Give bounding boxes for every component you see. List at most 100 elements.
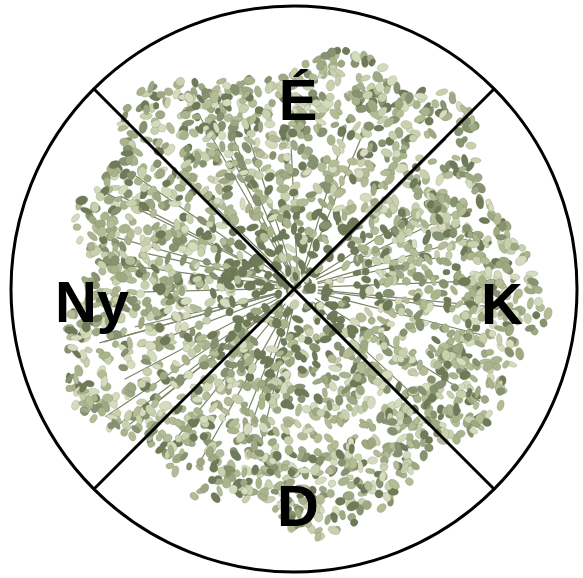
tree-leaf [263, 81, 275, 95]
tree-leaf [253, 158, 263, 168]
tree-leaf [479, 394, 490, 405]
tree-leaf [394, 108, 406, 120]
tree-leaf [311, 210, 320, 221]
tree-branch [182, 175, 283, 274]
tree-leaf [339, 371, 352, 379]
tree-leaf [169, 379, 179, 389]
tree-leaf [405, 228, 413, 237]
tree-leaf [467, 231, 473, 239]
tree-leaf [186, 462, 193, 470]
tree-leaf [402, 450, 412, 460]
tree-leaf [326, 489, 335, 499]
tree-leaf [154, 443, 167, 455]
tree-leaf [193, 406, 205, 417]
tree-leaf [398, 205, 411, 217]
tree-leaf [199, 482, 211, 494]
tree-leaf [397, 307, 405, 317]
tree-leaf [243, 75, 255, 85]
tree-leaf [199, 361, 209, 370]
tree-leaf [375, 352, 384, 361]
tree-leaf [438, 421, 447, 428]
tree-leaf [181, 119, 195, 128]
tree-leaf [533, 296, 543, 307]
tree-leaf [363, 121, 375, 131]
tree-leaf [125, 171, 135, 181]
tree-leaf [364, 285, 375, 297]
tree-leaf [341, 46, 351, 56]
tree-leaf [170, 310, 184, 324]
tree-branch [133, 301, 283, 422]
tree-leaf [361, 327, 374, 341]
tree-leaf [373, 234, 386, 247]
tree-leaf [388, 270, 397, 277]
tree-leaf [439, 163, 449, 174]
tree-leaf [345, 129, 356, 142]
tree-leaf [142, 367, 152, 376]
tree-leaf [156, 91, 165, 98]
tree-leaf [410, 370, 420, 377]
tree-leaf [432, 360, 443, 371]
tree-leaf [209, 464, 219, 473]
tree-leaf [163, 97, 171, 109]
tree-leaf [297, 334, 306, 343]
tree-leaf [325, 278, 333, 284]
tree-leaf [543, 307, 554, 321]
tree-leaf [374, 125, 384, 131]
tree-leaf [167, 444, 175, 458]
tree-leaf [336, 59, 346, 69]
tree-leaf [354, 253, 366, 265]
tree-leaf [365, 232, 374, 239]
tree-leaf [430, 335, 442, 346]
tree-leaf [395, 297, 402, 304]
tree-leaf [222, 98, 233, 108]
tree-leaf [393, 98, 404, 109]
tree-leaf [320, 234, 331, 246]
tree-leaf [237, 297, 249, 305]
tree-leaf [104, 177, 111, 186]
tree-leaf [203, 305, 214, 319]
tree-leaf [183, 369, 195, 381]
tree-leaf [137, 166, 147, 179]
tree-leaf [304, 134, 313, 142]
tree-leaf [117, 124, 127, 132]
tree-leaf [274, 289, 283, 299]
tree-leaf [346, 113, 357, 124]
tree-leaf [330, 121, 340, 129]
tree-leaf [256, 477, 262, 489]
tree-leaf [404, 307, 414, 317]
tree-leaf [171, 359, 181, 368]
tree-leaf [468, 287, 477, 298]
tree-branch [313, 302, 419, 400]
tree-leaf [466, 388, 473, 398]
tree-leaf [458, 369, 472, 381]
tree-leaf [376, 63, 388, 73]
tree-leaf [75, 235, 84, 245]
tree-leaf [342, 212, 348, 221]
tree-branch [104, 293, 279, 341]
tree-leaf [357, 406, 363, 414]
tree-leaf [240, 197, 246, 210]
tree-leaf [531, 310, 542, 321]
tree-leaf [443, 193, 452, 205]
tree-leaf [202, 257, 212, 267]
tree-leaf [430, 322, 439, 330]
tree-leaf [337, 253, 346, 263]
tree-leaf [265, 345, 278, 354]
tree-leaf [179, 157, 193, 170]
tree-leaf [318, 211, 330, 222]
tree-leaf [392, 264, 404, 270]
tree-leaf [481, 359, 495, 373]
tree-leaf [467, 240, 480, 248]
tree-leaf [319, 221, 332, 230]
tree-leaf [397, 254, 408, 265]
tree-leaf [205, 446, 215, 458]
tree-leaf [496, 399, 506, 411]
tree-leaf [339, 176, 345, 186]
tree-leaf [372, 377, 382, 386]
tree-leaf [367, 316, 377, 326]
tree-leaf [103, 194, 116, 206]
tree-leaf [458, 277, 471, 287]
tree-leaf [122, 102, 134, 113]
tree-leaf [173, 218, 182, 231]
tree-leaf [419, 218, 430, 230]
